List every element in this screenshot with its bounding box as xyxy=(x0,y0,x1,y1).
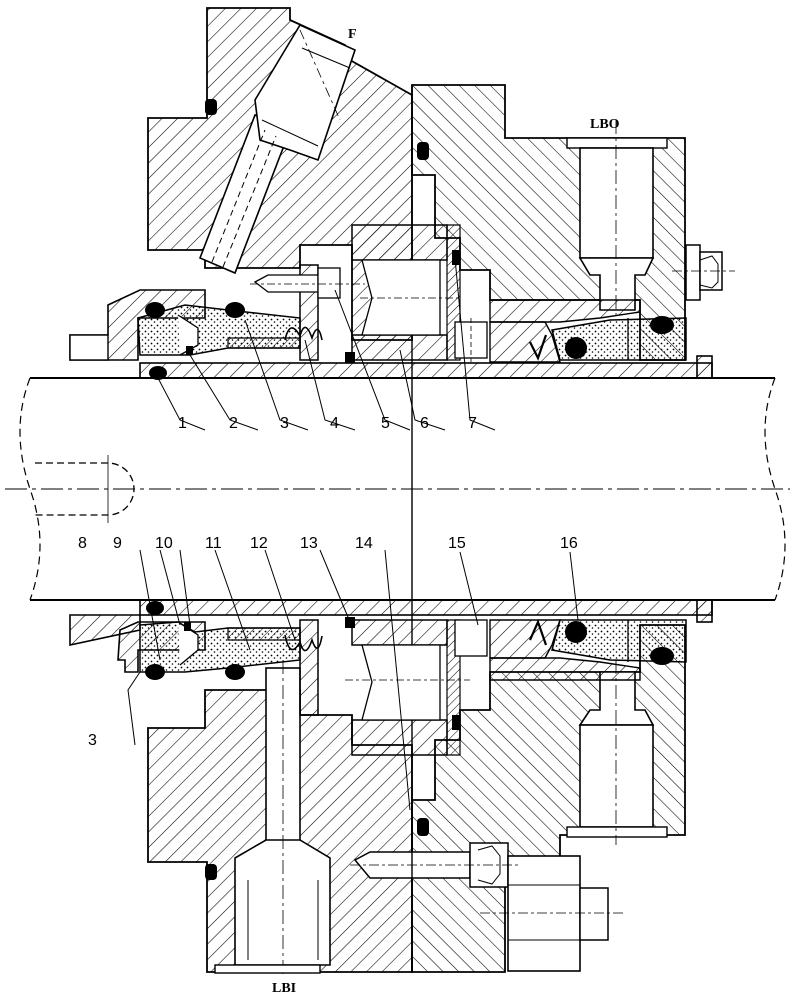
bottom-port xyxy=(566,660,668,845)
side-plug-top xyxy=(672,244,735,301)
shaft-sleeve xyxy=(139,355,713,623)
inlet-port-label: LBI xyxy=(272,981,296,996)
gland-oring-top xyxy=(205,99,217,115)
outlet-port-label: LBO xyxy=(590,117,620,132)
callout-8: 8 xyxy=(78,535,87,552)
flush-port-label: F xyxy=(348,27,357,42)
callout-14: 14 xyxy=(355,535,373,552)
callouts-bottom: 8 9 10 11 12 13 14 15 16 3 xyxy=(78,535,578,749)
housing-oring-bottom xyxy=(417,818,429,836)
callout-10: 10 xyxy=(155,535,173,552)
callout-2: 2 xyxy=(229,415,238,432)
right-housing-top xyxy=(411,84,735,361)
seal-internals-top xyxy=(69,224,687,380)
callouts-top: 1 2 3 4 5 6 7 xyxy=(178,415,477,432)
callout-3-bottom: 3 xyxy=(88,732,97,749)
callout-13: 13 xyxy=(300,535,318,552)
callout-4: 4 xyxy=(330,415,339,432)
inlet-port xyxy=(214,660,331,975)
outlet-port xyxy=(566,120,668,320)
callout-1: 1 xyxy=(178,415,187,432)
callout-5: 5 xyxy=(381,415,390,432)
callout-7: 7 xyxy=(468,415,477,432)
housing-oring-top xyxy=(417,142,429,160)
flush-port xyxy=(198,23,356,275)
callout-leaders xyxy=(127,257,579,811)
callout-6: 6 xyxy=(420,415,429,432)
left-gland-bottom xyxy=(147,660,413,975)
callout-11: 11 xyxy=(205,535,222,552)
gland-oring-bottom xyxy=(205,864,217,880)
end-ring-top xyxy=(69,334,109,361)
callout-9: 9 xyxy=(113,535,122,552)
seal-internals-bottom xyxy=(69,601,687,756)
callout-15: 15 xyxy=(448,535,466,552)
callout-12: 12 xyxy=(250,535,268,552)
callout-16: 16 xyxy=(560,535,578,552)
callout-3: 3 xyxy=(280,415,289,432)
